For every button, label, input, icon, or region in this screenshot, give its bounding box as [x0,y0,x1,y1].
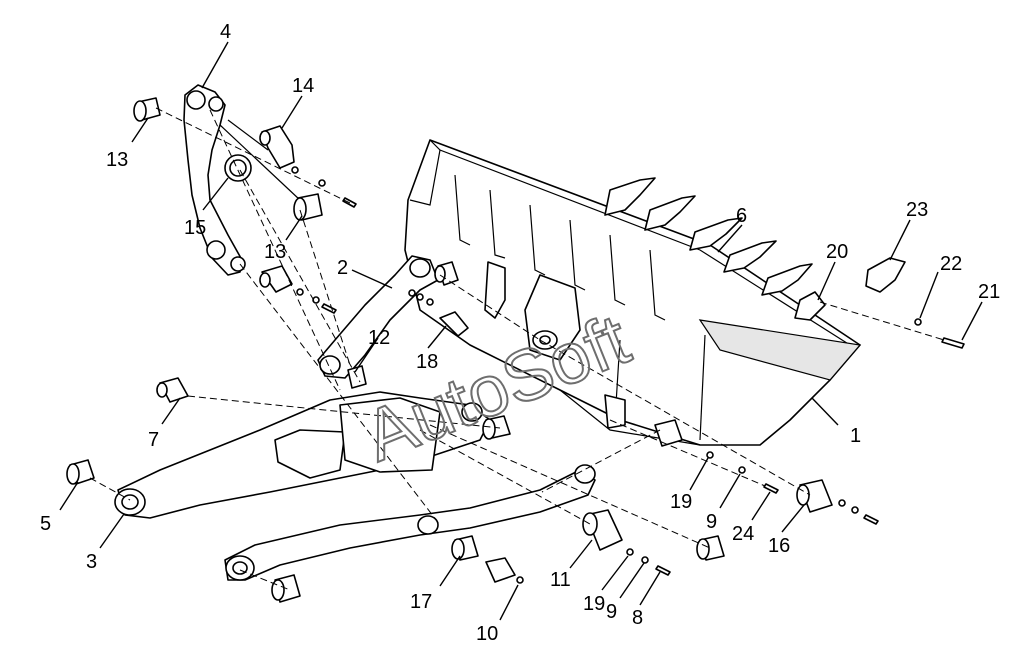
callout-1: 1 [850,425,861,447]
callout-2: 2 [337,257,348,279]
callout-23: 23 [906,199,928,221]
pin-7 [156,377,189,403]
pin-16 [796,479,879,525]
callout-4: 4 [220,21,231,43]
bushings-13 [133,97,323,221]
bushing-17 [451,535,524,584]
bellcrank [183,84,301,276]
callout-18: 18 [416,351,438,373]
bushing-right [696,535,725,561]
callout-labels: 4 14 13 15 13 2 12 18 7 5 3 1 6 20 23 22… [40,21,1000,645]
callout-3: 3 [86,551,97,573]
callout-17: 17 [410,591,432,613]
callout-13-top: 13 [106,149,128,171]
callout-12: 12 [368,327,390,349]
pin-14 [155,107,357,208]
assembly-lines [89,109,811,591]
callout-11: 11 [550,569,571,591]
callout-19-bottom: 19 [583,593,605,615]
pin-18 [408,289,469,337]
callout-6: 6 [736,205,747,227]
bucket [404,139,862,446]
boom-bushing [482,415,511,440]
bucket-teeth [604,177,826,321]
callout-24: 24 [732,523,754,545]
callout-13-mid: 13 [264,241,286,263]
callout-21: 21 [978,281,1000,303]
callout-9-right: 9 [706,511,717,533]
hardware-right [654,419,779,494]
callout-10: 10 [476,623,498,645]
tooth-adapter [819,257,965,349]
pin-11 [582,509,671,576]
callout-16: 16 [768,535,790,557]
link [317,255,459,389]
callout-5: 5 [40,513,51,535]
callout-9-bottom: 9 [606,601,617,623]
callout-20: 20 [826,241,848,263]
callout-8: 8 [632,607,643,629]
pin-lower [259,265,337,314]
callout-15: 15 [184,217,206,239]
callout-22: 22 [940,253,962,275]
callout-7: 7 [148,429,159,451]
leader-lines [59,41,983,621]
callout-19-right: 19 [670,491,692,513]
callout-14: 14 [292,75,314,97]
boom [114,391,596,581]
bushing-5 [66,459,95,485]
